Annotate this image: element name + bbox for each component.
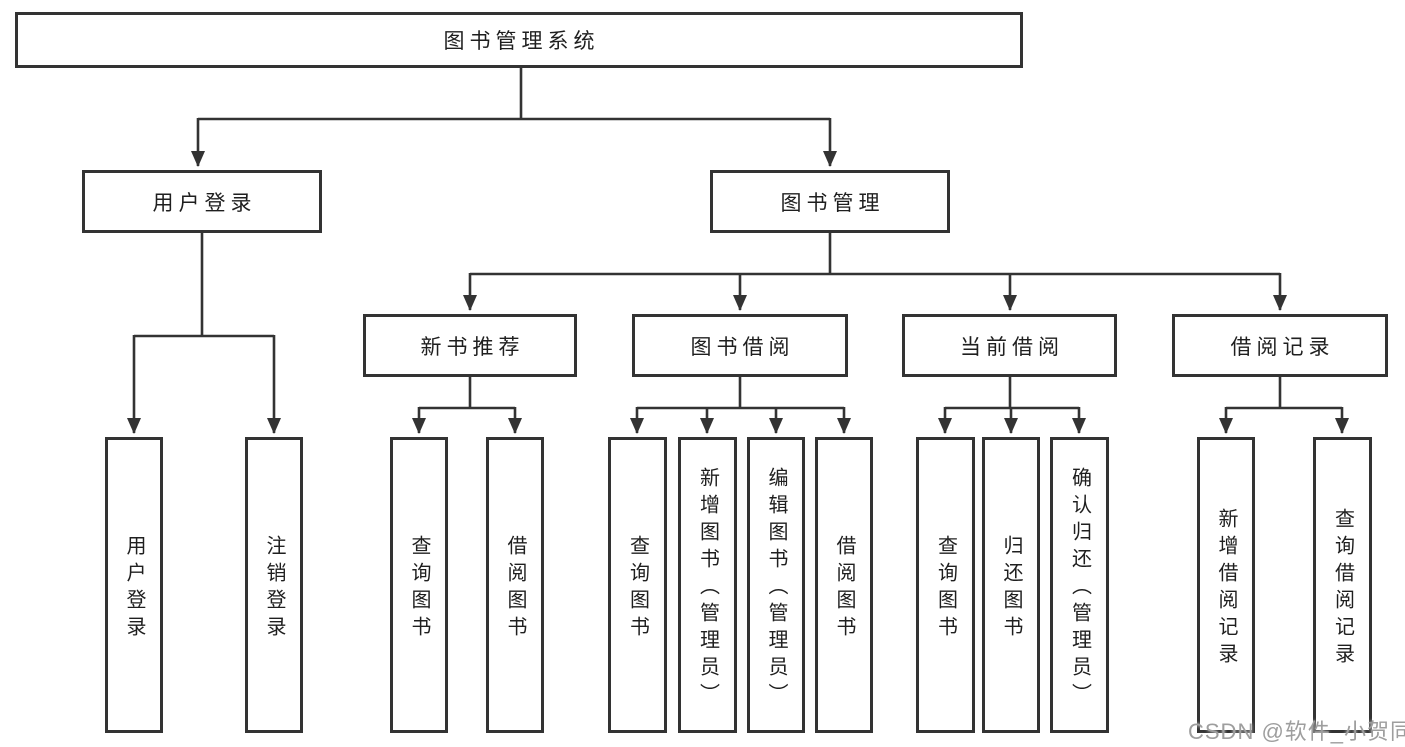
leaf-add-books-admin-label: 新增图书（管理员） — [696, 467, 719, 710]
leaf-return-books-label: 归还图书 — [1000, 534, 1022, 643]
leaf-confirm-return-admin-label: 确认归还（管理员） — [1068, 467, 1091, 710]
leaf-return-books: 归还图书 — [982, 437, 1040, 733]
leaf-query-borrow-record: 查询借阅记录 — [1313, 437, 1372, 733]
node-book-management: 图书管理 — [710, 170, 950, 233]
leaf-borrow-books-borrow-label: 借阅图书 — [833, 534, 855, 643]
node-borrow-records: 借阅记录 — [1172, 314, 1388, 377]
leaf-edit-books-admin-label: 编辑图书（管理员） — [765, 467, 787, 710]
leaf-add-books-admin: 新增图书（管理员） — [678, 437, 737, 733]
leaf-query-books-borrow: 查询图书 — [608, 437, 667, 733]
leaf-add-borrow-record-label: 新增借阅记录 — [1215, 507, 1237, 670]
leaf-borrow-books-borrow: 借阅图书 — [815, 437, 873, 733]
leaf-confirm-return-admin: 确认归还（管理员） — [1050, 437, 1109, 733]
leaf-query-books-current: 查询图书 — [916, 437, 975, 733]
node-root: 图书管理系统 — [15, 12, 1023, 68]
leaf-add-borrow-record: 新增借阅记录 — [1197, 437, 1255, 733]
node-user-login: 用户登录 — [82, 170, 322, 233]
node-book-borrow: 图书借阅 — [632, 314, 848, 377]
node-new-book-recommend: 新书推荐 — [363, 314, 577, 377]
leaf-query-books-current-label: 查询图书 — [934, 534, 957, 643]
leaf-logout-login-label: 注销登录 — [263, 534, 285, 643]
leaf-borrow-books-recommend: 借阅图书 — [486, 437, 544, 733]
leaf-user-login: 用户登录 — [105, 437, 163, 733]
leaf-edit-books-admin: 编辑图书（管理员） — [747, 437, 805, 733]
csdn-watermark: CSDN @软件_小贺同学 — [1188, 719, 1405, 744]
leaf-borrow-books-recommend-label: 借阅图书 — [504, 534, 526, 643]
leaf-query-books-recommend: 查询图书 — [390, 437, 448, 733]
leaf-query-books-recommend-label: 查询图书 — [408, 534, 430, 643]
leaf-logout-login: 注销登录 — [245, 437, 303, 733]
node-current-borrow: 当前借阅 — [902, 314, 1117, 377]
leaf-user-login-label: 用户登录 — [123, 534, 145, 643]
leaf-query-books-borrow-label: 查询图书 — [626, 534, 649, 643]
leaf-query-borrow-record-label: 查询借阅记录 — [1331, 507, 1354, 670]
